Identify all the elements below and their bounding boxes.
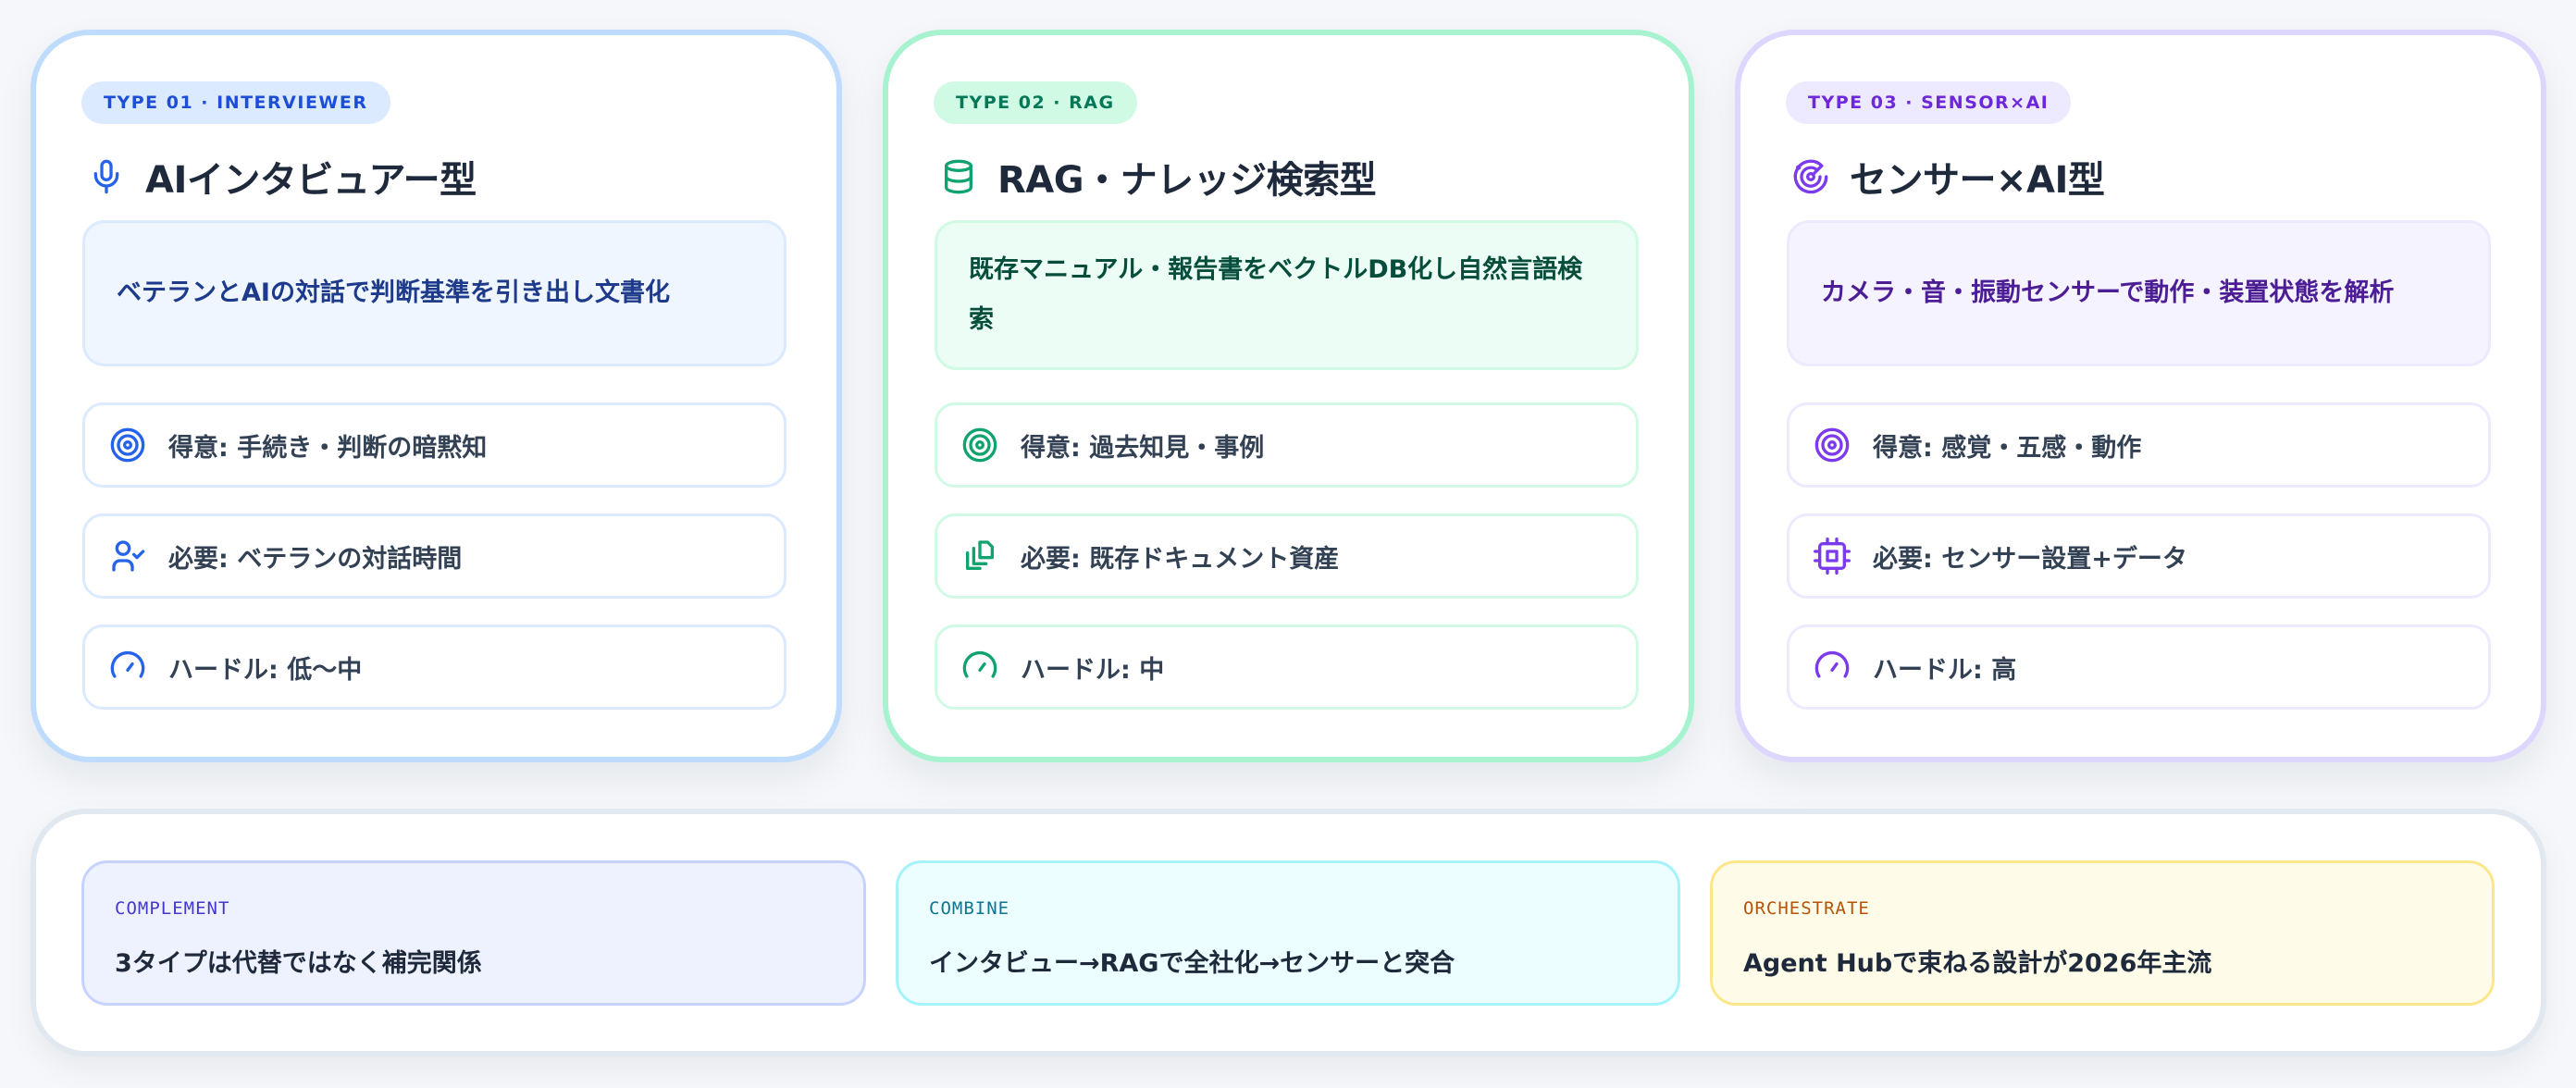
chip-icon <box>1814 538 1851 575</box>
note-orchestrate: ORCHESTRATE Agent Hubで束ねる設計が2026年主流 <box>1710 860 2495 1006</box>
note-complement: COMPLEMENT 3タイプは代替ではなく補完関係 <box>81 860 866 1006</box>
strength-row: 得意: 感覚・五感・動作 <box>1787 402 2491 488</box>
summary-panel: COMPLEMENT 3タイプは代替ではなく補完関係 COMBINE インタビュ… <box>31 809 2546 1057</box>
note-label: ORCHESTRATE <box>1743 898 1870 919</box>
card-description: ベテランとAIの対話で判断基準を引き出し文書化 <box>82 220 786 366</box>
type-badge: TYPE 03 · SENSOR×AI <box>1786 81 2072 124</box>
requirement-row: 必要: センサー設置+データ <box>1787 513 2491 599</box>
row-text: 得意: 過去知見・事例 <box>1021 433 1265 463</box>
type-card-interviewer: TYPE 01 · INTERVIEWER AIインタビュアー型 ベテランとAI… <box>31 30 842 762</box>
requirement-row: 必要: ベテランの対話時間 <box>82 513 786 599</box>
gauge-icon <box>961 649 998 686</box>
row-text: ハードル: 低〜中 <box>168 655 363 685</box>
note-label: COMPLEMENT <box>115 898 230 919</box>
row-text: ハードル: 高 <box>1873 655 2017 685</box>
card-title: AIインタビュアー型 <box>145 159 477 202</box>
microphone-icon <box>88 156 125 197</box>
row-text: 必要: センサー設置+データ <box>1873 544 2187 574</box>
card-title-row: センサー×AI型 <box>1792 144 2105 209</box>
row-text: 必要: 既存ドキュメント資産 <box>1021 544 1340 574</box>
user-check-icon <box>109 538 146 575</box>
type-card-rag: TYPE 02 · RAG RAG・ナレッジ検索型 既存マニュアル・報告書をベク… <box>883 30 1694 762</box>
card-title-row: AIインタビュアー型 <box>88 144 477 209</box>
requirement-row: 必要: 既存ドキュメント資産 <box>935 513 1639 599</box>
hurdle-row: ハードル: 低〜中 <box>82 624 786 710</box>
hurdle-row: ハードル: 中 <box>935 624 1639 710</box>
type-badge: TYPE 02 · RAG <box>934 81 1137 124</box>
type-card-sensor: TYPE 03 · SENSOR×AI センサー×AI型 カメラ・音・振動センサ… <box>1735 30 2546 762</box>
row-text: 得意: 手続き・判断の暗黙知 <box>168 433 488 463</box>
note-text: インタビュー→RAGで全社化→センサーと突合 <box>929 949 1455 978</box>
gauge-icon <box>109 649 146 686</box>
target-icon <box>109 427 146 464</box>
card-description: カメラ・音・振動センサーで動作・装置状態を解析 <box>1787 220 2491 366</box>
note-text: Agent Hubで束ねる設計が2026年主流 <box>1743 949 2212 978</box>
target-icon <box>1814 427 1851 464</box>
target-icon <box>961 427 998 464</box>
hurdle-row: ハードル: 高 <box>1787 624 2491 710</box>
type-badge: TYPE 01 · INTERVIEWER <box>81 81 390 124</box>
gauge-icon <box>1814 649 1851 686</box>
database-icon <box>940 156 977 197</box>
card-title: RAG・ナレッジ検索型 <box>997 159 1377 202</box>
card-title-row: RAG・ナレッジ検索型 <box>940 144 1377 209</box>
files-icon <box>961 538 998 575</box>
note-text: 3タイプは代替ではなく補完関係 <box>115 949 482 978</box>
note-label: COMBINE <box>929 898 1010 919</box>
strength-row: 得意: 手続き・判断の暗黙知 <box>82 402 786 488</box>
row-text: 得意: 感覚・五感・動作 <box>1873 433 2142 463</box>
radar-icon <box>1792 156 1829 197</box>
row-text: ハードル: 中 <box>1021 655 1165 685</box>
note-combine: COMBINE インタビュー→RAGで全社化→センサーと突合 <box>896 860 1680 1006</box>
strength-row: 得意: 過去知見・事例 <box>935 402 1639 488</box>
card-title: センサー×AI型 <box>1850 159 2105 202</box>
card-description: 既存マニュアル・報告書をベクトルDB化し自然言語検索 <box>935 220 1639 370</box>
row-text: 必要: ベテランの対話時間 <box>168 544 463 574</box>
